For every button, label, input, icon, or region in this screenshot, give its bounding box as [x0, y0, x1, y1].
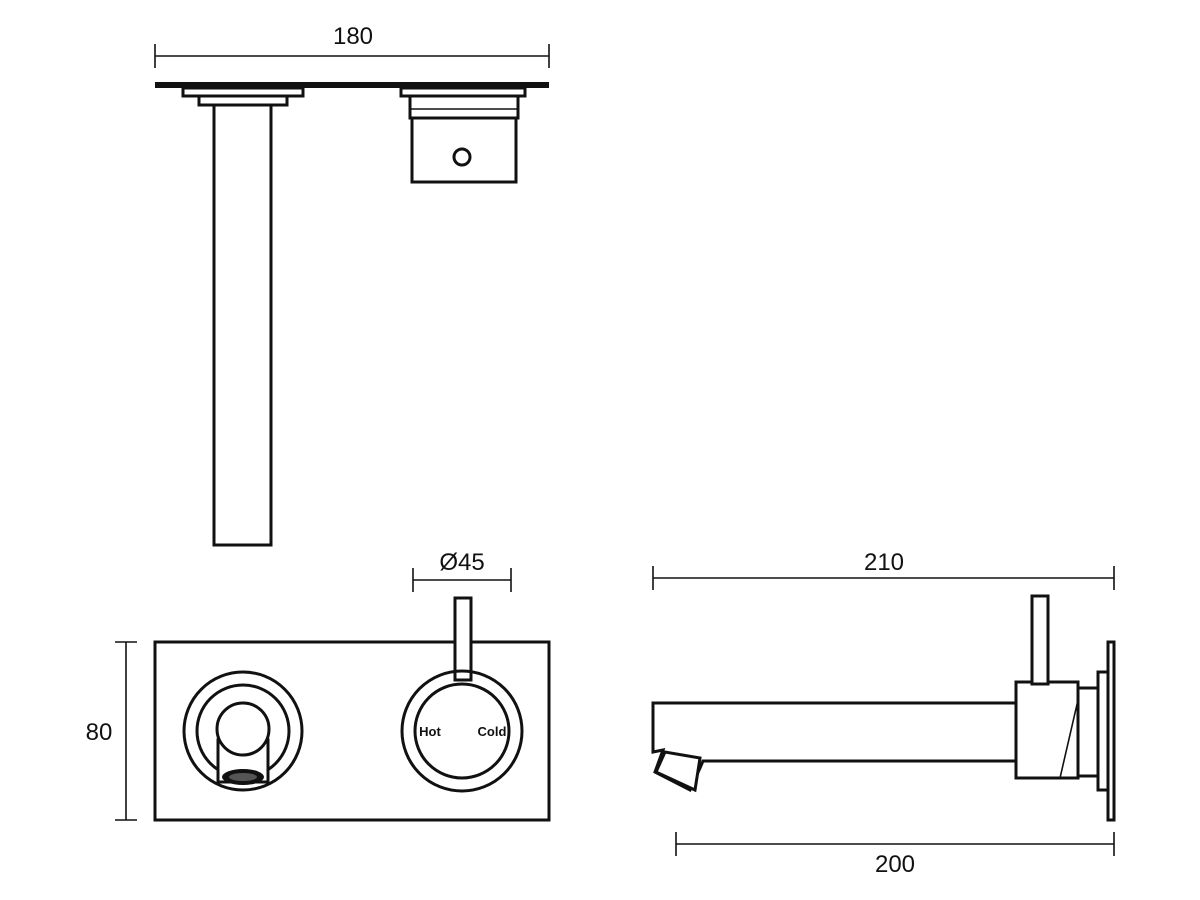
front-spout-outlet	[182, 670, 304, 792]
top-spout-mount	[181, 86, 305, 547]
front-view: Ø45 80 Hot Cold	[86, 549, 551, 822]
side-lever	[1030, 594, 1050, 686]
dimension-spout-projection: 200	[675, 832, 1115, 878]
dimension-label-80: 80	[86, 719, 113, 746]
front-plate	[153, 640, 551, 822]
top-mixer-body	[399, 86, 527, 184]
front-mixer: Hot Cold	[400, 596, 524, 793]
side-body	[1014, 680, 1100, 780]
dimension-label-200: 200	[875, 851, 915, 878]
dimension-label-180: 180	[333, 23, 373, 50]
hot-label: Hot	[419, 724, 441, 739]
top-view: 180	[154, 23, 550, 547]
top-plate	[155, 82, 549, 88]
side-spout	[651, 701, 1018, 793]
cold-label: Cold	[478, 724, 507, 739]
dimension-label-210: 210	[864, 549, 904, 576]
dimension-label-d45: Ø45	[439, 549, 484, 576]
dimension-plate-height: 80	[86, 641, 137, 821]
side-view: 210 200	[651, 549, 1116, 878]
mixer-dial	[400, 669, 524, 793]
mixer-handle	[453, 596, 473, 682]
dimension-total-projection: 210	[652, 549, 1115, 590]
dimension-top-width: 180	[154, 23, 550, 68]
dimension-lever-diameter: Ø45	[412, 549, 512, 592]
